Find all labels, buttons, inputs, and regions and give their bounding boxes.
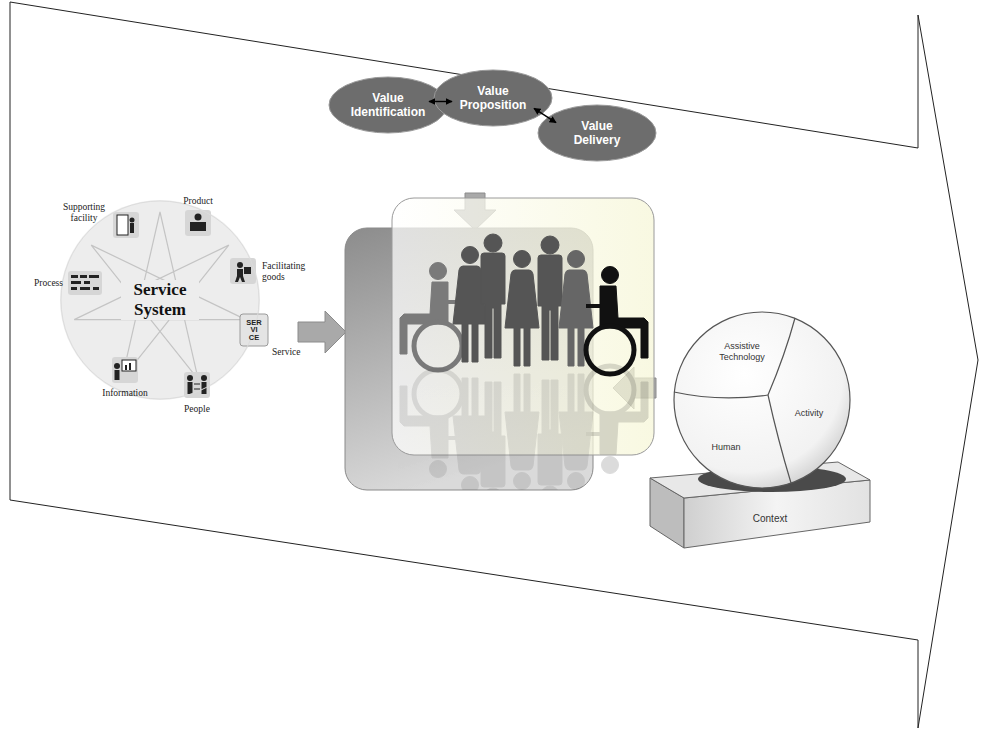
service-icon [190,222,206,231]
component-label: Process [34,278,63,289]
service-wheel [60,200,260,400]
hat-sphere [674,392,768,398]
service-icon [112,357,138,383]
people-reflection [538,380,562,490]
node-text: Human [711,442,740,453]
value-ellipse: Value Delivery [537,104,657,162]
service-icon [115,370,120,380]
icon-text: SER VI CE [246,319,263,342]
service-icon [240,314,268,346]
service-icon [113,212,139,238]
service-icon [68,210,268,398]
service-icon [237,262,243,268]
people-figures [538,236,562,360]
sphere-segment: Human [707,439,744,456]
service-icon [194,384,200,389]
node-text: Value Identification [349,91,427,120]
service-icon [71,281,81,284]
people-figures [505,251,539,367]
service-icon [230,258,256,284]
service-icon [80,275,87,278]
service-wheel [74,212,246,379]
people-reflection [505,374,539,490]
service-icon [201,375,207,381]
people-reflection [400,366,648,490]
service-icon [130,218,135,223]
component-label: Product [183,196,213,207]
people-figures [400,234,648,374]
service-icon [235,269,245,282]
service-icon [184,372,210,398]
service-icon [80,287,90,290]
component-label: Facilitating goods [262,261,317,283]
hat-sphere [768,318,795,395]
service-icon [93,287,99,290]
people-figures [586,267,648,375]
people-figures [400,263,462,371]
service-icon [187,375,193,381]
component-label: Supporting facility [57,202,112,224]
service-icon [185,210,211,236]
service-system-wheel: Service System [60,200,260,400]
circle-outline [61,201,259,399]
service-icon [89,275,99,278]
value-ellipse: Value Identification [328,76,448,134]
service-wheel [60,200,260,400]
ellipse-shape [434,70,552,126]
node-text: Value Delivery [558,119,636,148]
people-reflection [481,382,505,490]
perspective-plane [10,2,978,728]
service-icon [125,365,127,370]
node-text: Context [753,513,787,525]
service-icon [130,223,134,233]
node-text: Assistive Technology [711,341,773,363]
hat-sphere [768,395,791,483]
service-icon [84,281,90,284]
service-icon [244,267,251,274]
sphere-segment: Assistive Technology [707,338,777,366]
ellipse-shape [329,77,447,133]
service-icon [71,287,77,290]
service-icon [71,275,78,278]
context-label-box: Context [749,510,791,528]
hat-sphere [674,312,850,488]
component-label: Information [102,388,147,399]
people-reflection [586,366,648,474]
service-icon [114,363,120,369]
node-text: Service System [121,280,199,321]
people-figures [481,234,505,358]
node-text: Activity [795,408,824,419]
component-label: People [184,404,210,415]
node-text: Value Proposition [454,84,532,113]
service-icon [129,363,131,370]
service-icon [122,360,136,371]
component-label: Service [272,347,301,358]
people-reflection [400,370,462,478]
service-icon [195,214,202,221]
people-reflection [400,366,648,490]
service-icon [188,382,193,394]
value-ellipse: Value Proposition [433,69,553,127]
block-arrow [298,311,346,353]
ellipse-shape [538,105,656,161]
hat-sphere [674,312,850,488]
service-icon [117,215,128,235]
sphere-segment: Activity [791,405,828,422]
service-icon [68,271,102,295]
